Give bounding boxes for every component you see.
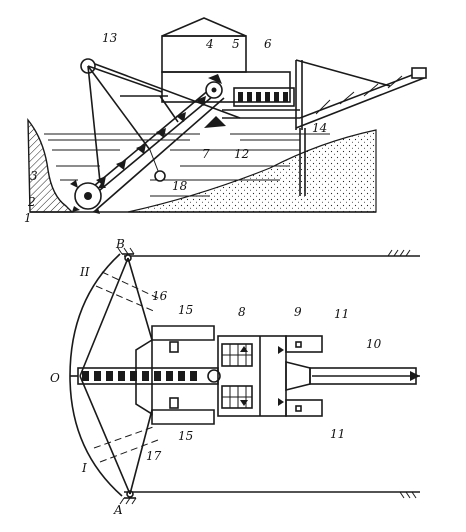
bucket-ladder [81,74,225,211]
label-9: 9 [294,305,302,319]
label-12: 12 [234,147,249,161]
label-2: 2 [27,195,36,209]
label-15-upper: 15 [178,303,193,317]
label-7: 7 [202,147,210,161]
frame-13 [80,58,241,183]
label-O: O [50,371,60,385]
processing-plant [217,335,323,417]
winch-15-upper [169,341,179,353]
label-3: 3 [30,169,38,183]
discharge-boom [295,59,427,196]
label-1: 1 [24,211,32,225]
sand-deposit [127,129,377,213]
label-15-lower: 15 [178,429,193,443]
anchor-B [117,247,135,262]
position-II-dash-a [95,285,157,313]
plan-view-section: B A O II I 8 9 10 11 11 15 15 16 17 [50,237,420,517]
side-view-section: 1 2 3 4 5 6 7 12 13 14 18 [24,17,427,225]
left-bank [27,117,74,213]
cutter-head [70,180,106,214]
label-5: 5 [232,37,240,51]
label-4: 4 [205,37,214,51]
position-II-dash-b [101,271,163,301]
swing-wire-17 [129,409,153,495]
label-11-lower: 11 [330,427,345,441]
label-I: I [81,461,87,475]
top-bank-ticks [387,249,411,257]
conveyor-section [204,87,300,128]
swing-wire-upper [79,257,129,377]
cabin [161,17,291,103]
label-11-upper: 11 [334,307,349,321]
label-18: 18 [172,179,188,193]
hull [135,325,215,425]
label-16: 16 [152,289,168,303]
label-13: 13 [102,31,118,45]
central-ladder [70,367,221,385]
label-8: 8 [238,305,246,319]
bottom-bank-ticks [399,491,417,499]
swing-wire-16 [127,257,153,341]
label-17: 17 [146,449,162,463]
rope-18 [149,149,166,182]
swing-wire-lower [79,375,131,495]
label-6: 6 [264,37,272,51]
label-10: 10 [366,337,382,351]
discharge-pipe-10 [285,360,420,392]
label-14: 14 [312,121,327,135]
label-II: II [79,265,90,279]
label-A: A [113,503,123,517]
label-B: B [115,237,125,251]
winch-15-lower [169,397,179,409]
